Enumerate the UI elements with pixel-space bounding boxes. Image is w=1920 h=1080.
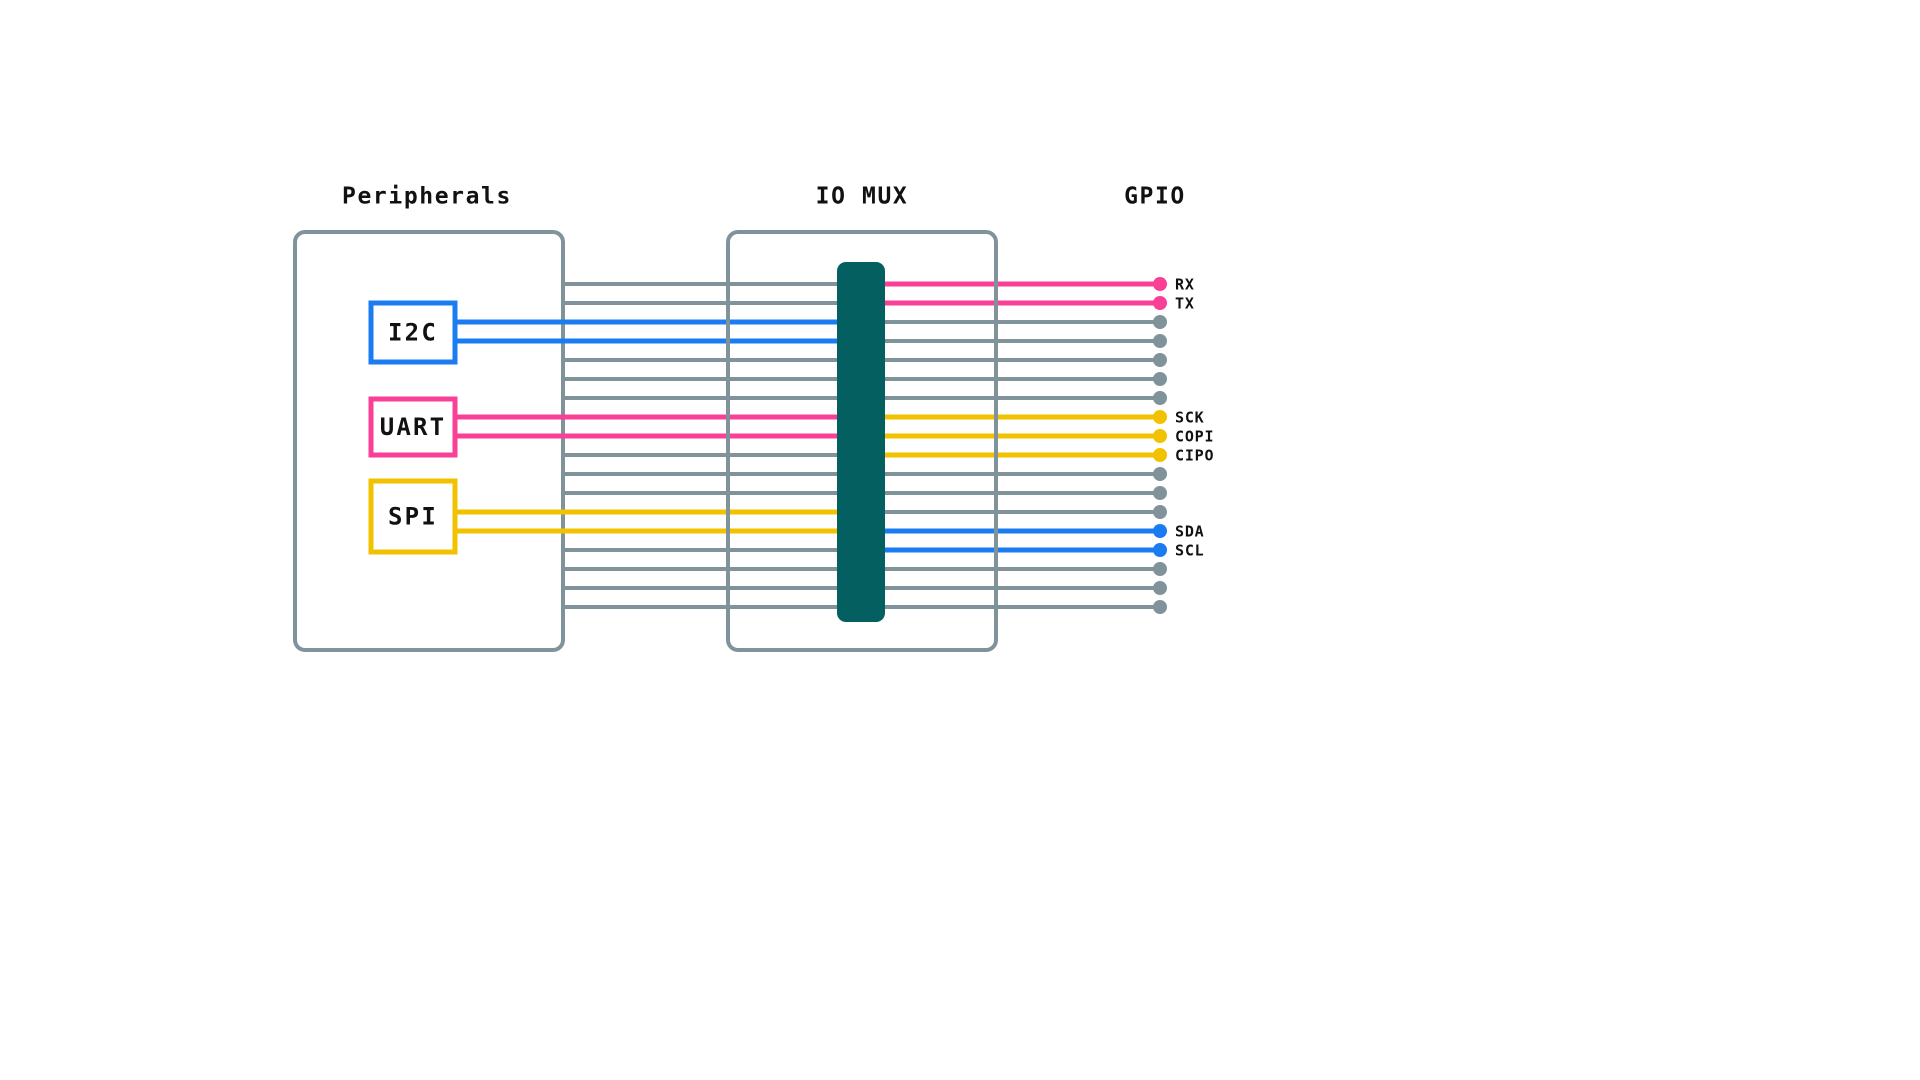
gpio-pin-dot-11[interactable]	[1153, 486, 1167, 500]
gpio-pin-dot-sck[interactable]	[1153, 410, 1167, 424]
gpio-pin-dot-rx[interactable]	[1153, 277, 1167, 291]
peripheral-to-mux-wires	[563, 282, 837, 609]
peripheral-block-spi[interactable]	[368, 478, 458, 555]
gpio-pin-label-rx: RX	[1175, 276, 1195, 294]
gpio-pin-dot-5[interactable]	[1153, 372, 1167, 386]
gpio-pin-label-scl: SCL	[1175, 542, 1205, 560]
peripheral-block-label-i2c: I2C	[388, 319, 438, 347]
gpio-pin-label-sda: SDA	[1175, 523, 1205, 541]
io-mux-switch-bar[interactable]	[837, 262, 885, 622]
peripheral-block-label-uart: UART	[380, 413, 447, 441]
gpio-pin-dot-16[interactable]	[1153, 581, 1167, 595]
gpio-pin-dot-4[interactable]	[1153, 353, 1167, 367]
peripheral-signal-stubs	[453, 319, 565, 534]
gpio-pin-dot-3[interactable]	[1153, 334, 1167, 348]
gpio-pin-dot-10[interactable]	[1153, 467, 1167, 481]
peripherals-group-frame	[293, 230, 565, 652]
gpio-pin-dot-scl[interactable]	[1153, 543, 1167, 557]
gpio-pin-dot-2[interactable]	[1153, 315, 1167, 329]
gpio-pin-label-cipo: CIPO	[1175, 447, 1214, 465]
gpio-pin-dot-tx[interactable]	[1153, 296, 1167, 310]
gpio-pin-label-sck: SCK	[1175, 409, 1205, 427]
gpio-pin-dot-sda[interactable]	[1153, 524, 1167, 538]
gpio-pin-label-copi: COPI	[1175, 428, 1214, 446]
mux-to-gpio-wires	[885, 281, 1160, 609]
gpio-pin-dot-cipo[interactable]	[1153, 448, 1167, 462]
peripheral-block-i2c[interactable]	[368, 300, 458, 365]
column-title-io-mux: IO MUX	[816, 184, 909, 210]
column-title-peripherals: Peripherals	[342, 184, 512, 210]
gpio-pin-dot-15[interactable]	[1153, 562, 1167, 576]
gpio-pin-label-tx: TX	[1175, 295, 1195, 313]
io-mux-group-frame	[726, 230, 998, 652]
gpio-pin-dot-copi[interactable]	[1153, 429, 1167, 443]
peripheral-block-label-spi: SPI	[388, 503, 438, 531]
column-title-gpio: GPIO	[1124, 184, 1186, 210]
peripheral-block-uart[interactable]	[368, 396, 458, 458]
gpio-pin-dot-12[interactable]	[1153, 505, 1167, 519]
peripheral-blocks: I2C UART SPI	[368, 300, 458, 555]
gpio-pin-dot-6[interactable]	[1153, 391, 1167, 405]
gpio-pin-dot-17[interactable]	[1153, 600, 1167, 614]
column-titles: Peripherals IO MUX GPIO	[342, 184, 1186, 210]
